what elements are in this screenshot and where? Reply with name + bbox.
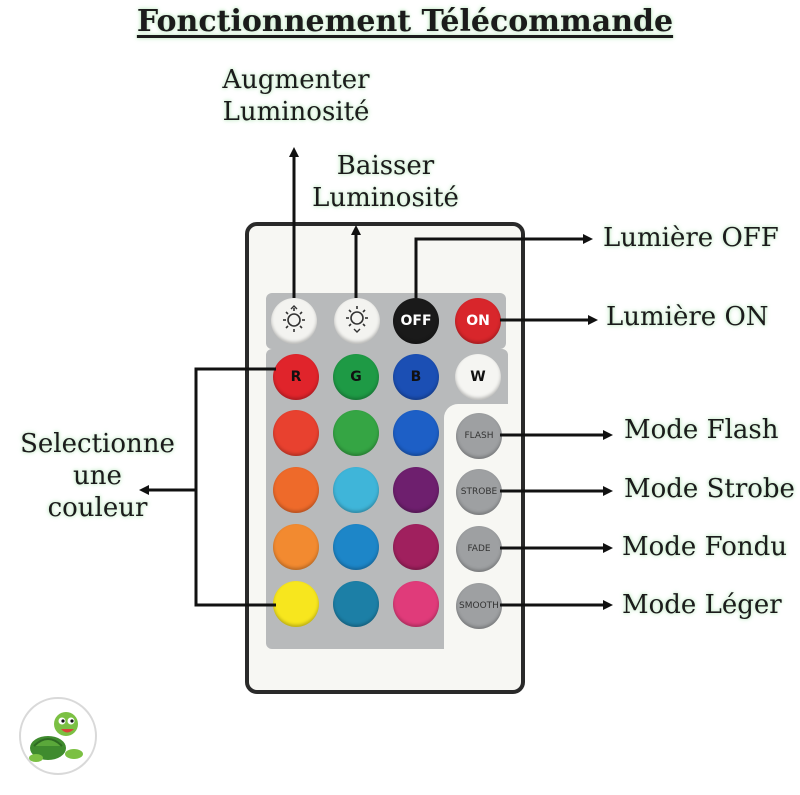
color-button-r2-c1[interactable] [273,467,319,513]
green-button[interactable]: G [333,354,379,400]
label-select-color: Selectionne une couleur [10,428,185,524]
flash-button[interactable]: FLASH [456,413,502,459]
color-button-r4-c3[interactable] [393,581,439,627]
label-brightness-up-line1: Augmenter [222,65,370,95]
fade-button[interactable]: FADE [456,526,502,572]
label-brightness-up: Augmenter Luminosité [222,64,370,128]
strobe-button[interactable]: STROBE [456,469,502,515]
label-brightness-down-line2: Luminosité [312,183,459,213]
color-button-r3-c1[interactable] [273,524,319,570]
label-mode-leger: Mode Léger [622,590,782,620]
color-button-r4-c1[interactable] [273,581,319,627]
strobe-button-label: STROBE [460,487,498,497]
flash-button-label: FLASH [464,431,494,441]
arrow-light-off [414,234,593,298]
on-button[interactable]: ON [455,298,501,344]
color-button-r4-c2[interactable] [333,581,379,627]
on-button-label: ON [466,313,490,329]
label-mode-fondu: Mode Fondu [622,532,787,562]
label-select-color-line3: couleur [47,493,148,523]
white-button[interactable]: W [455,354,501,400]
label-light-on: Lumière ON [606,302,769,332]
page-title: Fonctionnement Télécommande [136,4,674,39]
blue-button[interactable]: B [393,354,439,400]
label-brightness-up-line2: Luminosité [222,97,370,127]
label-select-color-line1: Selectionne [20,429,175,459]
red-button[interactable]: R [273,354,319,400]
label-brightness-down: Baisser Luminosité [308,150,463,214]
color-button-r2-c3[interactable] [393,467,439,513]
label-select-color-line2: une [73,461,122,491]
label-brightness-down-line1: Baisser [336,151,435,181]
fade-button-label: FADE [467,544,491,554]
bracket-color-select [194,367,276,607]
white-button-label: W [470,369,486,385]
sun-up-icon [279,304,309,338]
sun-down-icon [342,304,372,338]
green-button-label: G [350,369,362,385]
blue-button-label: B [410,369,422,385]
label-light-off: Lumière OFF [603,223,779,253]
label-mode-flash: Mode Flash [624,415,779,445]
smooth-button[interactable]: SMOOTH [456,583,502,629]
turtle-logo-icon [19,697,97,775]
brightness-up-button[interactable] [271,298,317,344]
color-button-r2-c2[interactable] [333,467,379,513]
brightness-down-button[interactable] [334,298,380,344]
color-button-r1-c1[interactable] [273,410,319,456]
color-button-r1-c2[interactable] [333,410,379,456]
smooth-button-label: SMOOTH [459,601,499,611]
color-button-r3-c2[interactable] [333,524,379,570]
label-mode-strobe: Mode Strobe [624,474,795,504]
color-button-r1-c3[interactable] [393,410,439,456]
color-button-r3-c3[interactable] [393,524,439,570]
off-button[interactable]: OFF [393,298,439,344]
off-button-label: OFF [400,313,432,329]
red-button-label: R [290,369,302,385]
